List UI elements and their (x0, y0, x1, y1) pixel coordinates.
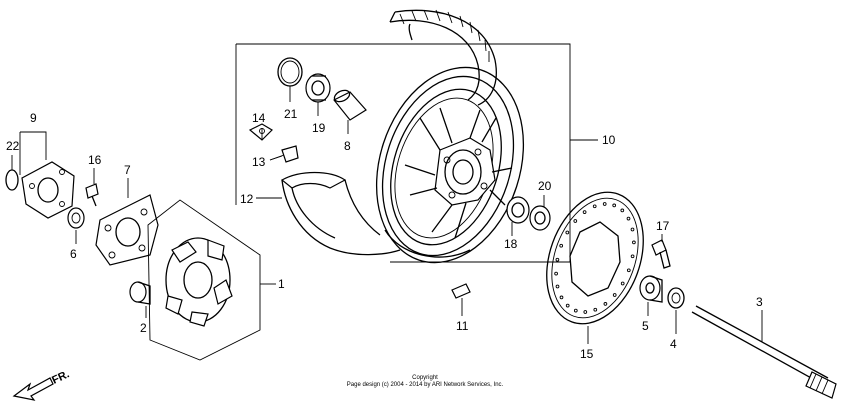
callout-22: 22 (6, 139, 20, 153)
disc-hole (603, 302, 608, 306)
disc-hole (559, 295, 564, 300)
disc-hole (602, 202, 607, 206)
flange-bracket (19, 131, 47, 175)
disc-hole (630, 227, 635, 232)
disc-hole (573, 219, 578, 223)
valve-14 (248, 123, 273, 141)
disc-hole (620, 281, 625, 286)
callout-labels: 21 19 8 14 13 12 10 20 18 11 15 17 5 4 3… (6, 107, 763, 361)
damper-outline (147, 199, 261, 361)
callout-17: 17 (656, 219, 670, 233)
callout-3: 3 (756, 295, 763, 309)
damper-plate-7 (95, 194, 159, 266)
disc-hole (626, 216, 631, 221)
disc-hole (592, 204, 597, 209)
callout-2: 2 (140, 321, 147, 335)
disc-hole (555, 284, 560, 289)
tire (389, 9, 497, 106)
washer-4 (667, 287, 685, 309)
seal-20 (529, 205, 551, 231)
disc-hole (573, 308, 578, 313)
seal-6 (67, 207, 85, 229)
callout-13: 13 (252, 155, 266, 169)
disc-hole (582, 210, 587, 214)
disc-hole (554, 271, 558, 276)
axle-3 (691, 305, 837, 399)
copyright-line-2: Page design (c) 2004 - 2014 by ARI Netwo… (347, 382, 504, 388)
front-direction-indicator: FR. (12, 368, 71, 401)
damper-rubber-1 (165, 237, 233, 327)
arrow-icon (12, 377, 54, 401)
callout-4: 4 (670, 337, 677, 351)
disc-hole (565, 230, 570, 235)
callout-8: 8 (344, 139, 351, 153)
disc-hole (565, 303, 570, 308)
callout-20: 20 (538, 179, 552, 193)
copyright-line-1: Copyright (412, 375, 438, 381)
bearing-19 (305, 73, 331, 103)
callout-12: 12 (240, 192, 254, 206)
leader-lines (11, 86, 763, 344)
callout-18: 18 (504, 237, 518, 251)
collar-5 (639, 275, 663, 303)
clip-11 (451, 283, 471, 299)
disc-hole (555, 257, 560, 262)
callout-16: 16 (88, 153, 102, 167)
spacer-8 (333, 89, 367, 121)
wheel-assembly-outline (236, 43, 571, 263)
callout-7: 7 (124, 163, 131, 177)
callout-6: 6 (70, 247, 77, 261)
disc-hole (630, 254, 635, 259)
callout-14: 14 (252, 111, 266, 125)
bearing-18 (506, 196, 530, 224)
disc-hole (593, 307, 598, 312)
disc-hole (612, 293, 617, 297)
disc-hole (632, 240, 636, 245)
bolt-17 (651, 239, 671, 269)
collar-2 (129, 281, 151, 305)
callout-21: 21 (284, 107, 298, 121)
front-label: FR. (50, 368, 71, 386)
callout-19: 19 (312, 121, 326, 135)
callout-11: 11 (456, 319, 469, 333)
disc-hole (612, 203, 617, 208)
disc-hole (620, 208, 625, 213)
callout-9: 9 (30, 111, 37, 125)
flange-9 (21, 161, 75, 219)
o-ring-22 (5, 169, 19, 191)
disc-hole (626, 268, 631, 273)
o-ring-21 (277, 57, 303, 87)
brake-disc-15 (546, 191, 644, 325)
bolt-16 (85, 183, 99, 207)
tire-section (280, 171, 401, 256)
disc-hole (583, 310, 588, 314)
disc-hole (559, 243, 564, 248)
wheel-hub (404, 107, 513, 239)
callout-10: 10 (602, 133, 616, 147)
bolt-13 (269, 145, 299, 163)
callout-1: 1 (278, 277, 285, 291)
callout-15: 15 (580, 347, 594, 361)
callout-5: 5 (642, 319, 649, 333)
